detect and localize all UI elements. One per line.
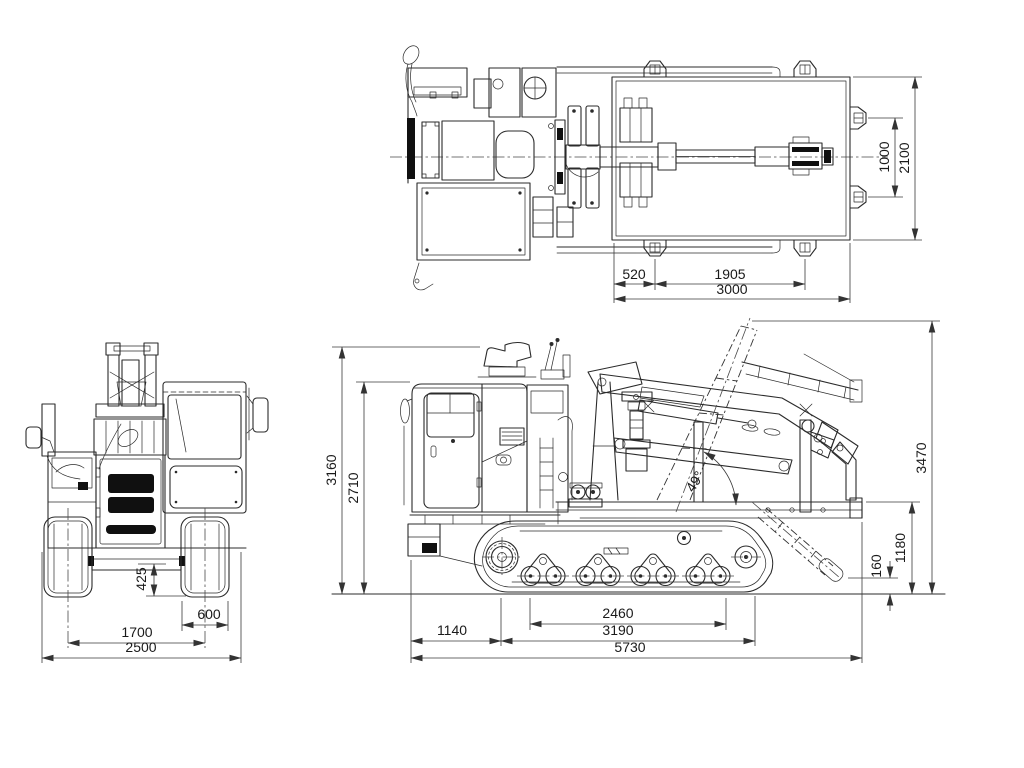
front-windshield <box>167 394 242 460</box>
side-return-roller <box>676 530 692 546</box>
plan-cleats <box>643 60 867 257</box>
side-phantom-chute-lowered <box>751 501 844 582</box>
side-vent <box>499 427 525 446</box>
front-body <box>41 403 247 571</box>
plan-canopy-roof <box>416 182 531 261</box>
dim-1140: 1140 <box>437 622 467 638</box>
side-deck-rollers <box>568 482 603 508</box>
side-dimensions: 3160 2710 3470 1180 160 2460 1140 3190 <box>323 320 940 663</box>
dim-2460: 2460 <box>602 605 633 621</box>
front-right-mirror-icon <box>246 387 269 441</box>
dim-1180: 1180 <box>892 533 908 563</box>
front-dimensions: 425 600 1700 2500 <box>41 552 242 663</box>
dim-1905: 1905 <box>714 266 745 282</box>
side-crawler <box>473 520 774 593</box>
front-boom-rest <box>93 342 167 470</box>
dim-1000: 1000 <box>876 141 892 172</box>
side-platform-rails <box>741 353 863 403</box>
dim-5730: 5730 <box>614 639 645 655</box>
dim-1700: 1700 <box>121 624 152 640</box>
dim-3160: 3160 <box>323 454 339 485</box>
side-cab <box>400 383 573 513</box>
front-left-mirror-icon <box>25 426 55 453</box>
plan-boom-stowed <box>565 136 834 176</box>
side-cab-window <box>426 392 475 438</box>
plan-mirror-icon <box>402 45 420 117</box>
dim-2500: 2500 <box>125 639 156 655</box>
dim-3000: 3000 <box>716 281 747 297</box>
side-rear-post <box>799 419 812 513</box>
dim-2100: 2100 <box>896 142 912 173</box>
side-grapple-stack <box>621 391 653 472</box>
side-front-bumper <box>407 523 441 557</box>
plan-side-panel <box>407 118 415 179</box>
front-view: 425 600 1700 2500 <box>25 342 269 663</box>
side-angle-annotation: 49° <box>682 451 739 506</box>
side-seat-and-levers <box>477 338 571 380</box>
side-idler-wheel <box>482 537 522 577</box>
side-boom-cylinder <box>637 399 719 425</box>
side-sprocket-wheel <box>731 545 761 569</box>
plan-turret <box>548 97 653 209</box>
front-wiper-icon <box>175 398 187 453</box>
dim-600: 600 <box>197 606 221 622</box>
plan-step-hook <box>413 262 434 291</box>
dim-2710: 2710 <box>345 472 361 503</box>
dim-3470: 3470 <box>913 442 929 473</box>
x-mark-icon <box>799 403 813 417</box>
dim-520: 520 <box>622 266 646 282</box>
chute-tip <box>818 558 844 582</box>
front-cab <box>25 381 269 514</box>
plan-fan-icon <box>523 76 547 100</box>
side-boom-folded <box>587 353 863 513</box>
side-mirror-icon <box>400 398 410 424</box>
front-tracks <box>43 508 230 648</box>
front-grille-lower <box>108 497 154 513</box>
plan-operator-seat <box>495 130 535 179</box>
plan-machine-body <box>402 45 574 291</box>
side-view: 49° <box>323 317 946 663</box>
front-grille-upper <box>108 474 154 493</box>
dim-160: 160 <box>868 554 884 578</box>
side-phantom-boom-raised <box>656 317 758 513</box>
plan-dimensions: 520 1905 3000 1000 2100 <box>613 76 922 303</box>
dim-425: 425 <box>133 567 149 591</box>
side-bogie-wheels <box>517 553 734 587</box>
plan-view: 520 1905 3000 1000 2100 <box>390 45 922 303</box>
plan-cargo-bed <box>556 60 867 257</box>
dim-3190: 3190 <box>602 622 633 638</box>
side-cab-door <box>423 393 480 509</box>
